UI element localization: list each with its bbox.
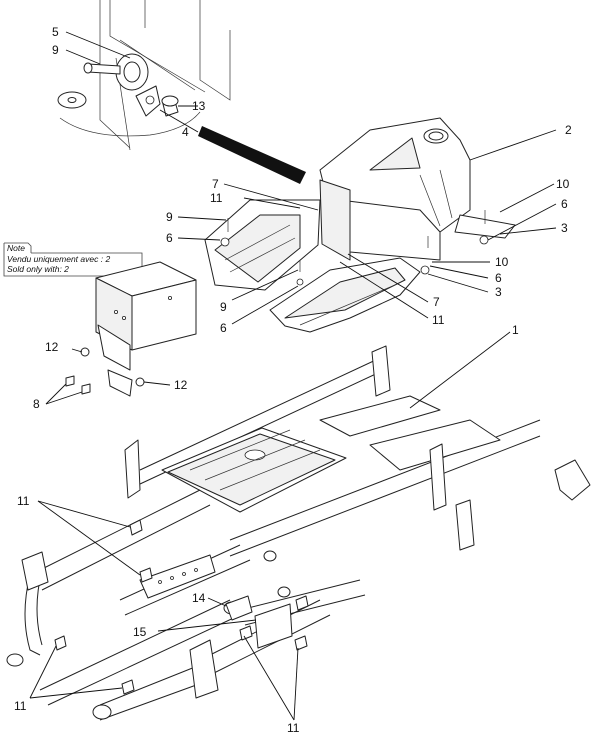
callout-7: 7: [212, 177, 219, 191]
detail-inset: [57, 0, 231, 151]
callout-labels: 5 9 13 4 2 7 11 9 6 10 6 3 10 6 3 9 6 7 …: [14, 25, 572, 735]
leader-lines: [29, 31, 557, 721]
callout-1: 1: [512, 323, 519, 337]
detail-pointer: [198, 126, 306, 184]
callout-12: 12: [174, 378, 188, 392]
callout-9: 9: [166, 210, 173, 224]
callout-11: 11: [287, 721, 300, 735]
callout-5: 5: [52, 25, 59, 39]
main-frame: [6, 345, 591, 721]
callout-10: 10: [495, 255, 509, 269]
callout-11: 11: [17, 494, 30, 508]
callout-6: 6: [220, 321, 227, 335]
callout-10: 10: [556, 177, 570, 191]
callout-9: 9: [220, 300, 227, 314]
callout-3: 3: [495, 285, 502, 299]
callout-6: 6: [166, 231, 173, 245]
callout-6: 6: [495, 271, 502, 285]
callout-11: 11: [14, 699, 27, 713]
callout-12: 12: [45, 340, 59, 354]
callout-6: 6: [561, 197, 568, 211]
callout-7: 7: [433, 295, 440, 309]
callout-13: 13: [192, 99, 206, 113]
callout-8: 8: [33, 397, 40, 411]
callout-14: 14: [192, 591, 206, 605]
fender-assembly: [204, 117, 516, 333]
callout-11: 11: [432, 313, 445, 327]
callout-11: 11: [210, 191, 223, 205]
callout-4: 4: [182, 125, 189, 139]
note-box: Note Vendu uniquement avec : 2 Sold only…: [3, 242, 143, 277]
callout-2: 2: [565, 123, 572, 137]
note-title: Note: [7, 243, 25, 253]
callout-3: 3: [561, 221, 568, 235]
optional-cover: [65, 261, 197, 397]
note-line-en: Sold only with: 2: [7, 264, 69, 274]
callout-9: 9: [52, 43, 59, 57]
callout-15: 15: [133, 625, 147, 639]
note-line-fr: Vendu uniquement avec : 2: [7, 254, 110, 264]
